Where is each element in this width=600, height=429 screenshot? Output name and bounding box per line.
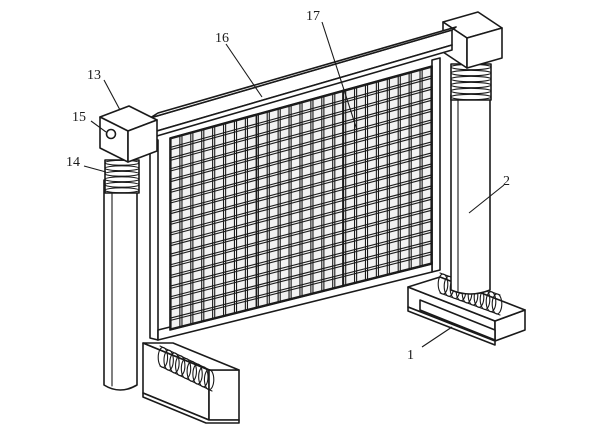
spring-coil bbox=[450, 93, 492, 101]
label-2: 2 bbox=[503, 174, 510, 189]
part-labels: 13 15 14 16 17 2 1 bbox=[66, 9, 510, 363]
mesh-horizontal-wire bbox=[169, 220, 433, 290]
spring-left bbox=[157, 345, 215, 392]
spring-right-top bbox=[450, 63, 492, 101]
spring-edge bbox=[159, 365, 213, 392]
base-block-left bbox=[142, 342, 240, 424]
spring-coil bbox=[450, 81, 492, 89]
mesh-horizontal-wire bbox=[169, 207, 433, 277]
cap-block-left bbox=[99, 105, 158, 163]
mesh-horizontal-wire bbox=[169, 251, 433, 319]
mesh-horizontal-wire bbox=[169, 154, 433, 226]
leader-lines bbox=[83, 21, 505, 348]
mesh-horizontal-wire bbox=[169, 209, 433, 279]
mesh-horizontal-wire bbox=[169, 130, 433, 202]
base-block-right bbox=[407, 276, 526, 346]
mesh-horizontal-wire bbox=[169, 174, 433, 245]
spring-edge bbox=[159, 345, 213, 372]
mesh-horizontal-wire bbox=[169, 108, 433, 181]
mesh-horizontal-wire bbox=[169, 196, 433, 266]
mesh-horizontal-wire bbox=[169, 65, 433, 139]
spring-left-top bbox=[104, 159, 140, 194]
mesh-horizontal-wire bbox=[169, 263, 433, 331]
mesh-horizontal-wire bbox=[169, 97, 433, 170]
label-17: 17 bbox=[306, 9, 320, 24]
mesh-horizontal-wire bbox=[169, 141, 433, 213]
mesh-horizontal-wire bbox=[169, 242, 433, 311]
label-14: 14 bbox=[66, 155, 80, 170]
cap-block-right bbox=[442, 11, 503, 69]
mesh-horizontal-wire bbox=[169, 77, 433, 151]
label-15: 15 bbox=[72, 110, 86, 125]
mesh-horizontal-wire bbox=[169, 229, 433, 298]
mesh-horizontal-wire bbox=[169, 88, 433, 162]
mesh-horizontal-wire bbox=[169, 165, 433, 236]
frame bbox=[149, 26, 457, 341]
mesh-horizontal-wire bbox=[169, 231, 433, 300]
mesh-horizontal-wire bbox=[169, 240, 433, 309]
mesh-horizontal-wire bbox=[169, 121, 433, 194]
post-left bbox=[103, 179, 138, 391]
mesh-horizontal-wire bbox=[169, 99, 433, 172]
mesh-horizontal-wire bbox=[169, 86, 433, 159]
mesh-horizontal-wire bbox=[169, 187, 433, 258]
mesh-panel bbox=[169, 65, 433, 331]
mesh-horizontal-wire bbox=[169, 66, 433, 140]
spring-coil bbox=[450, 87, 492, 95]
spring-coil bbox=[450, 69, 492, 77]
mesh-horizontal-wire bbox=[169, 152, 433, 223]
post-right bbox=[450, 94, 491, 295]
mesh-horizontal-wire bbox=[169, 163, 433, 234]
spring-edge bbox=[439, 292, 501, 316]
mesh-horizontal-wire bbox=[169, 176, 433, 247]
spring-coil bbox=[104, 187, 140, 194]
mesh-horizontal-wire bbox=[169, 198, 433, 268]
label-16: 16 bbox=[215, 31, 229, 46]
mesh-horizontal-wire bbox=[169, 75, 433, 149]
mesh-horizontal-wire bbox=[169, 119, 433, 191]
mesh-horizontal-wire bbox=[169, 185, 433, 255]
pin-hole-icon bbox=[105, 128, 117, 140]
mesh-horizontal-wire bbox=[169, 143, 433, 215]
mesh-horizontal-wire bbox=[169, 262, 433, 330]
spring-coil bbox=[450, 75, 492, 83]
mesh-horizontal-wire bbox=[169, 110, 433, 183]
label-1: 1 bbox=[407, 348, 414, 363]
mesh-horizontal-wire bbox=[169, 132, 433, 204]
mesh-horizontal-wire bbox=[169, 218, 433, 287]
mesh-horizontal-wire bbox=[169, 253, 433, 322]
label-13: 13 bbox=[87, 68, 101, 83]
